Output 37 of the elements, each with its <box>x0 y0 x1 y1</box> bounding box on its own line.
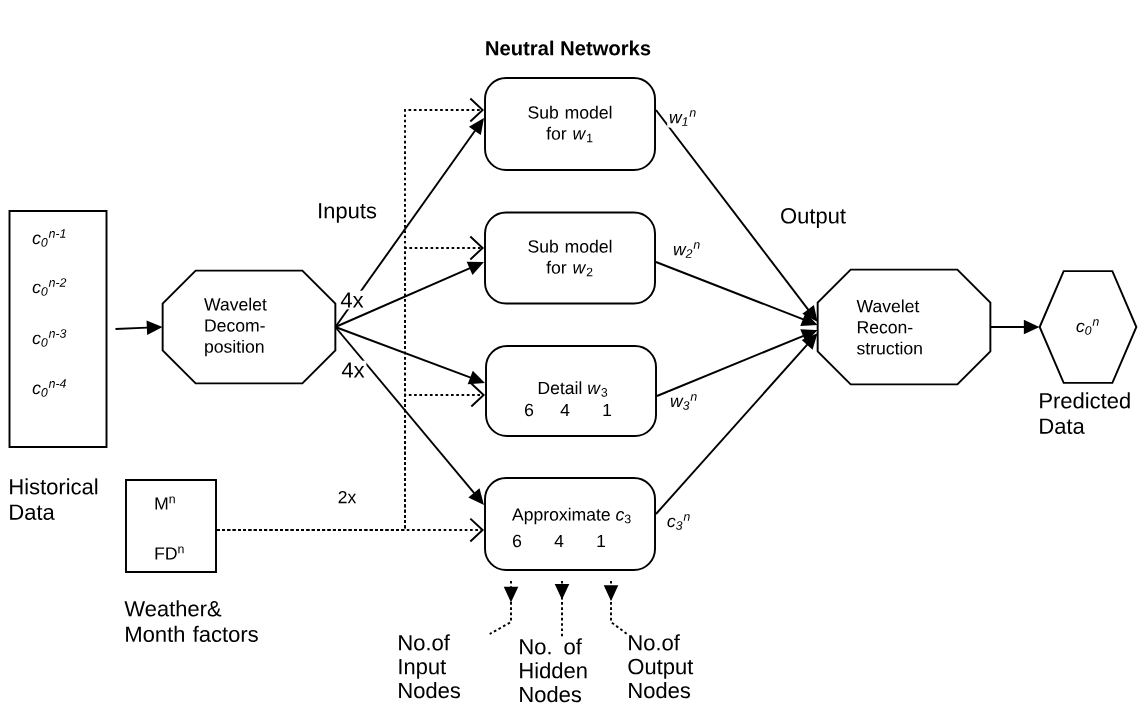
annotation-text: No.of Output Nodes <box>628 634 694 699</box>
edge-label: w$_{1}$n <box>667 108 699 128</box>
node-caption: Historical Data <box>10 478 98 520</box>
leader-line <box>488 580 519 635</box>
node-label: FD$^{n}$ <box>155 546 184 560</box>
annotation-label: 4x <box>339 360 367 380</box>
arrow <box>655 109 818 322</box>
annotation-label: Inputs <box>315 201 379 225</box>
arrow <box>334 326 484 505</box>
edge-label: w$_{3}$n <box>668 392 700 412</box>
data-box: c$_{0}$n-1 c$_{0}$n-2 c$_{0}$n-3 c$_{0}$n-4 <box>8 210 108 448</box>
arrow <box>334 118 484 328</box>
model-box: Sub model for w$_{1}$ <box>484 77 656 171</box>
data-box: M$^{n}$ FD$^{n}$ <box>125 479 217 573</box>
node-label: c$_{0}$n-4 <box>32 379 66 397</box>
model-box: Approximate c$_{3}$ 6 4 1 <box>484 477 656 571</box>
annotation-label: Output <box>778 206 848 230</box>
node-label: c$_{0}$n-3 <box>32 329 67 347</box>
edge-label: c$_{3}$n <box>665 512 693 532</box>
model-box: Sub model for w$_{2}$ <box>484 211 656 305</box>
node-label: c$_{0}$n-1 <box>32 229 66 247</box>
node-label: c$_{0}$n-2 <box>32 278 67 296</box>
output-hexagon: c$_{0}$n <box>1038 270 1138 384</box>
node-label: M$^{n}$ <box>155 496 175 510</box>
edge-label: 2x <box>335 489 359 505</box>
diagram-title: Neutral Networks <box>486 40 651 56</box>
arrow <box>655 333 818 515</box>
annotation-text: No. of Hidden Nodes <box>520 638 587 703</box>
wavelet-octagon: Wavelet Decom- position <box>161 269 337 385</box>
model-box: Detail w$_{3}$ 6 4 1 <box>485 345 657 437</box>
wavelet-octagon: Wavelet Recon- struction <box>816 268 992 386</box>
node-caption: Weather& Month factors <box>124 600 258 642</box>
edge-label: w$_{2}$n <box>671 240 703 260</box>
annotation-label: 4x <box>338 290 366 310</box>
dotted-arrow <box>216 517 485 543</box>
node-caption: Predicted Data <box>1040 392 1130 434</box>
annotation-text: No.of Input Nodes <box>399 634 461 699</box>
